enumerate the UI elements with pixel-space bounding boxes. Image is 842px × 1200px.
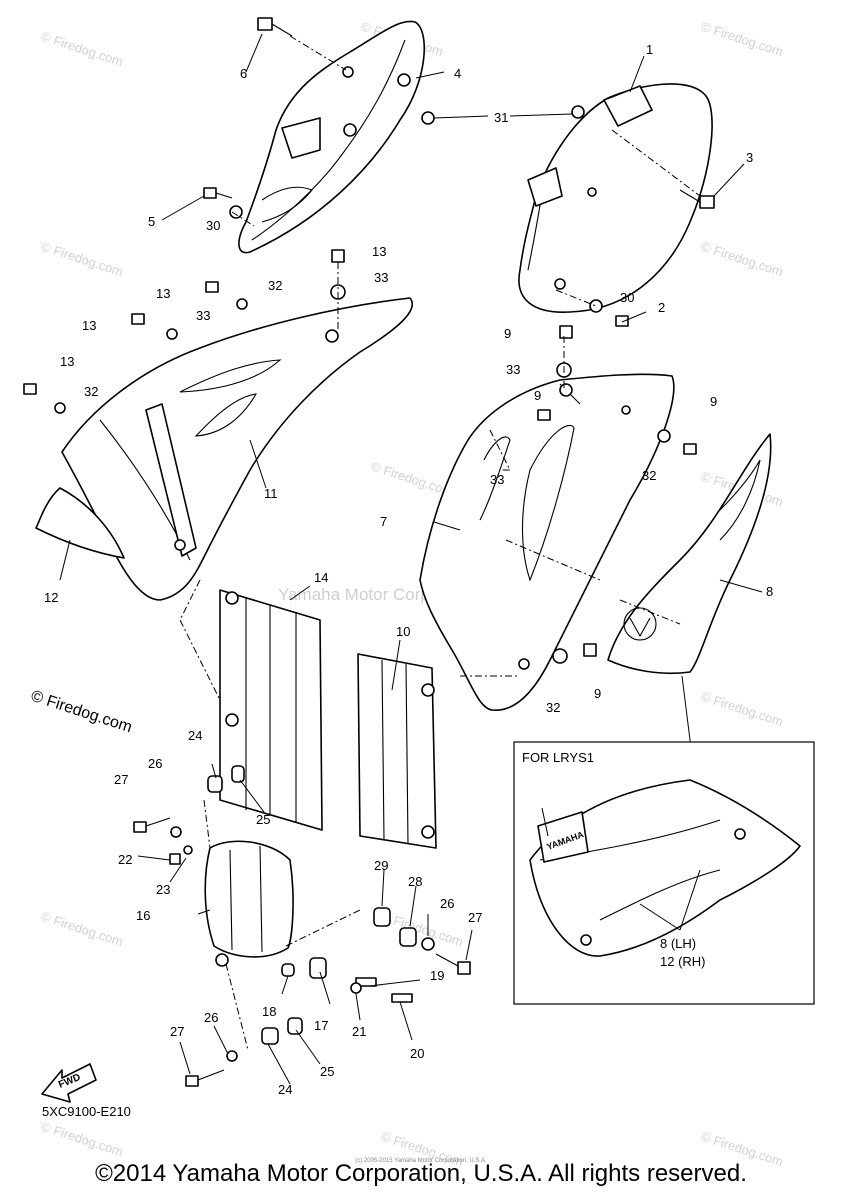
part-label-13a: 13 — [372, 244, 386, 259]
part-label-26b: 26 — [440, 896, 454, 911]
part-label-9b: 9 — [534, 388, 541, 403]
part-label-5: 5 — [148, 214, 155, 229]
alignment-lines — [179, 35, 701, 1051]
radiator-guard-left — [219, 589, 323, 831]
part-label-14: 14 — [314, 570, 328, 585]
part-label-11: 11 — [264, 486, 278, 501]
part-label-32d: 32 — [546, 700, 560, 715]
part-label-8: 8 — [766, 584, 773, 599]
bolt-6 — [257, 17, 273, 31]
svg-text:© Firedog.com: © Firedog.com — [369, 459, 455, 500]
part-label-33a: 33 — [374, 270, 388, 285]
part-label-32a: 32 — [268, 278, 282, 293]
diagram-code: 5XC9100-E210 — [42, 1104, 131, 1119]
reservoir-tank — [204, 840, 294, 967]
svg-text:© Firedog.com: © Firedog.com — [699, 19, 785, 60]
part-label-26c: 26 — [204, 1010, 218, 1025]
scoop-right — [607, 433, 772, 675]
part-label-28: 28 — [408, 874, 422, 889]
inset-title: FOR LRYS1 — [522, 750, 594, 765]
svg-text:© Firedog.com: © Firedog.com — [39, 29, 125, 70]
scoop-left — [35, 487, 125, 559]
shroud-left — [61, 297, 413, 601]
lrys1-inset: FOR LRYS1 YAMAHA 8 (LH) 12 (RH) — [513, 741, 815, 1005]
part-label-20: 20 — [410, 1046, 424, 1061]
part-label-32b: 32 — [84, 384, 98, 399]
side-cover-right — [518, 83, 713, 313]
svg-text:© Firedog.com: © Firedog.com — [699, 239, 785, 280]
svg-text:© Firedog.com: © Firedog.com — [39, 239, 125, 280]
part-label-33b: 33 — [196, 308, 210, 323]
firedog-logo: © Firedog.com — [29, 688, 134, 737]
part-label-24a: 24 — [188, 728, 202, 743]
part-label-1: 1 — [646, 42, 653, 57]
part-label-26a: 26 — [148, 756, 162, 771]
part-label-21: 21 — [352, 1024, 366, 1039]
part-label-2: 2 — [658, 300, 665, 315]
part-label-18: 18 — [262, 1004, 276, 1019]
inset-label-rh: 12 (RH) — [660, 954, 706, 969]
part-label-24b: 24 — [278, 1082, 292, 1097]
svg-text:© Firedog.com: © Firedog.com — [699, 689, 785, 730]
part-label-25a: 25 — [256, 812, 270, 827]
part-label-13d: 13 — [60, 354, 74, 369]
small-print: (c) 2005-2015 Yamaha Motor Corporation, … — [355, 1158, 487, 1164]
part-label-13b: 13 — [156, 286, 170, 301]
part-label-27a: 27 — [114, 772, 128, 787]
part-label-25b: 25 — [320, 1064, 334, 1079]
part-label-9d: 9 — [594, 686, 601, 701]
copyright-notice: ©2014 Yamaha Motor Corporation, U.S.A. A… — [95, 1160, 747, 1187]
part-label-30a: 30 — [206, 218, 220, 233]
part-label-31: 31 — [494, 110, 508, 125]
side-cover-left — [238, 20, 425, 254]
part-label-12: 12 — [44, 590, 58, 605]
part-label-16: 16 — [136, 908, 150, 923]
svg-text:© Firedog.com: © Firedog.com — [39, 1119, 125, 1160]
part-label-29: 29 — [374, 858, 388, 873]
part-label-32c: 32 — [642, 468, 656, 483]
part-label-30b: 30 — [620, 290, 634, 305]
part-label-6: 6 — [240, 66, 247, 81]
part-label-19: 19 — [430, 968, 444, 983]
part-label-27b: 27 — [468, 910, 482, 925]
part-label-4: 4 — [454, 66, 461, 81]
shroud-right — [419, 373, 675, 711]
part-label-13c: 13 — [82, 318, 96, 333]
part-label-9c: 9 — [710, 394, 717, 409]
leader-lines — [59, 33, 763, 1085]
part-label-33d: 33 — [490, 472, 504, 487]
fasteners — [23, 17, 715, 1087]
part-label-27c: 27 — [170, 1024, 184, 1039]
part-label-7: 7 — [380, 514, 387, 529]
part-label-9: 9 — [504, 326, 511, 341]
part-label-3: 3 — [746, 150, 753, 165]
forward-arrow-icon: FWD — [41, 1063, 97, 1103]
svg-text:© Firedog.com: © Firedog.com — [39, 909, 125, 950]
part-label-23: 23 — [156, 882, 170, 897]
part-label-10: 10 — [396, 624, 410, 639]
radiator-guard-right — [357, 653, 437, 849]
part-label-33c: 33 — [506, 362, 520, 377]
inset-label-lh: 8 (LH) — [660, 936, 696, 951]
part-label-22: 22 — [118, 852, 132, 867]
part-label-17: 17 — [314, 1018, 328, 1033]
